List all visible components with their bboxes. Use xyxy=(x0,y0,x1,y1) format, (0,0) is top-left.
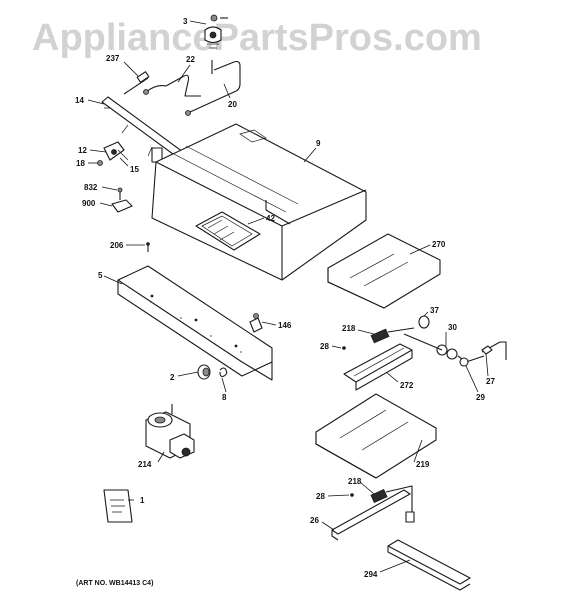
art-number: (ART NO. WB14413 C4) xyxy=(76,580,153,587)
label-27: 27 xyxy=(486,377,495,386)
part-206-screw xyxy=(146,242,150,252)
part-8-clip xyxy=(219,367,228,378)
part-219-shield xyxy=(315,393,437,479)
part-218-ignitor-lower xyxy=(370,485,415,523)
part-29-tube xyxy=(457,355,485,367)
label-42: 42 xyxy=(266,214,275,223)
label-30: 30 xyxy=(448,323,457,332)
label-237: 237 xyxy=(106,54,120,63)
part-30-orifice xyxy=(403,333,458,360)
label-8: 8 xyxy=(222,393,227,402)
part-3-valve xyxy=(204,14,228,49)
label-272: 272 xyxy=(400,381,414,390)
part-12-clip xyxy=(97,141,129,166)
part-146-clip xyxy=(249,313,263,333)
leader-lines xyxy=(87,20,489,573)
label-270: 270 xyxy=(432,240,446,249)
part-27-tube xyxy=(481,341,507,360)
part-272-burner xyxy=(343,343,413,391)
part-22-tube xyxy=(143,74,201,97)
part-218-ignitor-upper xyxy=(370,327,415,344)
part-9-burner-box xyxy=(151,123,367,281)
label-218-lower: 218 xyxy=(348,477,362,486)
part-28-screw-upper xyxy=(342,346,346,350)
part-28-screw-lower xyxy=(350,493,354,497)
label-294: 294 xyxy=(364,570,378,579)
label-14: 14 xyxy=(75,96,84,105)
part-1-manual xyxy=(103,489,133,523)
label-2: 2 xyxy=(170,373,175,382)
callout-labels: 3 22 237 20 14 9 12 18 15 832 900 42 206… xyxy=(75,17,495,579)
label-26: 26 xyxy=(310,516,319,525)
label-206: 206 xyxy=(110,241,124,250)
label-28-upper: 28 xyxy=(320,342,329,351)
label-20: 20 xyxy=(228,100,237,109)
label-18: 18 xyxy=(76,159,85,168)
label-1: 1 xyxy=(140,496,145,505)
label-29: 29 xyxy=(476,393,485,402)
label-22: 22 xyxy=(186,55,195,64)
part-237-fitting xyxy=(123,71,150,95)
label-832: 832 xyxy=(84,183,98,192)
label-218-upper: 218 xyxy=(342,324,356,333)
part-5-bracket xyxy=(117,265,273,381)
label-15: 15 xyxy=(130,165,139,174)
label-12: 12 xyxy=(78,146,87,155)
label-146: 146 xyxy=(278,321,292,330)
label-219: 219 xyxy=(416,460,430,469)
label-9: 9 xyxy=(316,139,321,148)
part-2-grommet xyxy=(197,364,211,380)
part-20-tube xyxy=(185,60,241,116)
label-900: 900 xyxy=(82,199,96,208)
label-37: 37 xyxy=(430,306,439,315)
part-270-shield xyxy=(327,233,441,309)
label-3: 3 xyxy=(183,17,188,26)
part-294-bracket xyxy=(387,539,471,591)
part-26-burner xyxy=(331,489,411,541)
part-214-valve xyxy=(145,404,195,459)
watermark-text: AppliancePartsPros.com xyxy=(32,17,482,59)
label-5: 5 xyxy=(98,271,103,280)
part-900-bracket xyxy=(111,187,133,213)
label-28-lower: 28 xyxy=(316,492,325,501)
part-37-spacer xyxy=(418,315,430,329)
label-214: 214 xyxy=(138,460,152,469)
part-42-panel xyxy=(195,211,261,251)
